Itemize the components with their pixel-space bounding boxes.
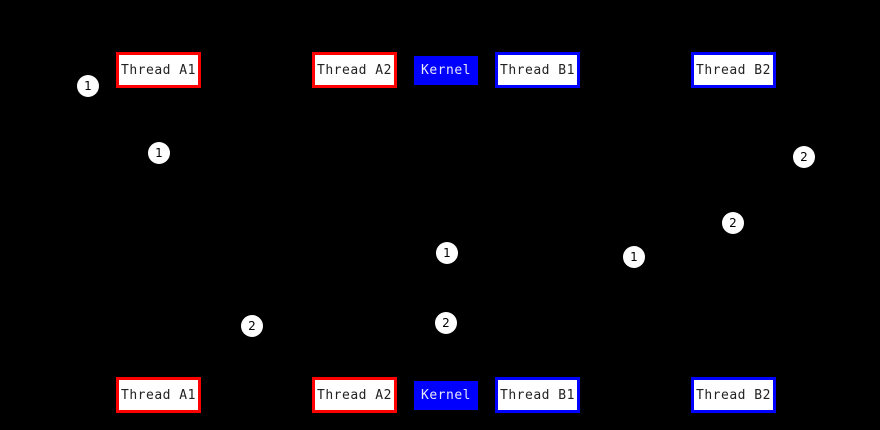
- message-arrowhead-1: [151, 85, 158, 93]
- step-badge: 2: [435, 312, 457, 334]
- message-arrow-4: [537, 225, 733, 226]
- lifeline-stub-a2: [354, 88, 356, 92]
- participant-label: Thread A1: [121, 62, 196, 78]
- step-badge: 1: [77, 75, 99, 97]
- participant-kernel-top[interactable]: Kernel: [414, 56, 478, 85]
- lifeline-stub-bottom-b2: [733, 373, 735, 377]
- participant-thread-b1-top[interactable]: Thread B1: [495, 52, 580, 88]
- message-arrowhead-8: [354, 322, 361, 330]
- step-badge: 2: [241, 315, 263, 337]
- step-badge: 2: [793, 146, 815, 168]
- participant-label: Kernel: [421, 63, 471, 78]
- step-badge-label: 1: [155, 146, 163, 160]
- step-badge-label: 1: [630, 250, 638, 264]
- lifeline-stub-bottom-a1: [158, 373, 160, 377]
- lifeline-stub-b1: [537, 88, 539, 92]
- lifeline-stub-a1: [158, 88, 160, 92]
- message-arrow-6: [446, 259, 537, 260]
- participant-thread-a1-bottom[interactable]: Thread A1: [116, 377, 201, 413]
- participant-thread-a1-top[interactable]: Thread A1: [116, 52, 201, 88]
- message-arrowhead-3: [733, 156, 740, 164]
- lifeline-stub-bottom-kernel: [446, 373, 448, 377]
- step-badge-label: 2: [442, 316, 450, 330]
- lifeline-stub-kernel: [446, 88, 448, 92]
- participant-kernel-bottom[interactable]: Kernel: [414, 381, 478, 410]
- message-arrowhead-6: [530, 256, 537, 264]
- message-arrow-8: [354, 325, 446, 326]
- step-badge-label: 2: [800, 150, 808, 164]
- message-arrowhead-4: [537, 222, 544, 230]
- step-badge: 1: [436, 242, 458, 264]
- participant-label: Thread B1: [500, 387, 575, 403]
- step-badge-label: 2: [248, 319, 256, 333]
- lifeline-stub-b2: [733, 88, 735, 92]
- lifeline-thread-a1: [158, 88, 159, 378]
- participant-label: Thread A1: [121, 387, 196, 403]
- participant-label: Thread B1: [500, 62, 575, 78]
- message-arrow-5: [354, 255, 446, 256]
- participant-thread-b1-bottom[interactable]: Thread B1: [495, 377, 580, 413]
- lifeline-thread-a2: [354, 88, 355, 378]
- participant-label: Kernel: [421, 388, 471, 403]
- participant-label: Thread B2: [696, 62, 771, 78]
- lifeline-thread-b1: [537, 88, 538, 378]
- message-arrowhead-2: [347, 152, 354, 160]
- participant-thread-b2-bottom[interactable]: Thread B2: [691, 377, 776, 413]
- participant-label: Thread A2: [317, 62, 392, 78]
- participant-thread-a2-bottom[interactable]: Thread A2: [312, 377, 397, 413]
- participant-thread-a2-top[interactable]: Thread A2: [312, 52, 397, 88]
- step-badge-label: 1: [443, 246, 451, 260]
- step-badge: 1: [148, 142, 170, 164]
- lifeline-kernel: [446, 88, 447, 378]
- step-badge-label: 1: [84, 79, 92, 93]
- participant-thread-b2-top[interactable]: Thread B2: [691, 52, 776, 88]
- message-arrowhead-7: [158, 325, 165, 333]
- step-badge-label: 2: [729, 216, 737, 230]
- lifeline-stub-bottom-b1: [537, 373, 539, 377]
- lifeline-stub-bottom-a2: [354, 373, 356, 377]
- participant-label: Thread B2: [696, 387, 771, 403]
- step-badge: 2: [722, 212, 744, 234]
- participant-label: Thread A2: [317, 387, 392, 403]
- message-arrow-2: [158, 155, 354, 156]
- step-badge: 1: [623, 246, 645, 268]
